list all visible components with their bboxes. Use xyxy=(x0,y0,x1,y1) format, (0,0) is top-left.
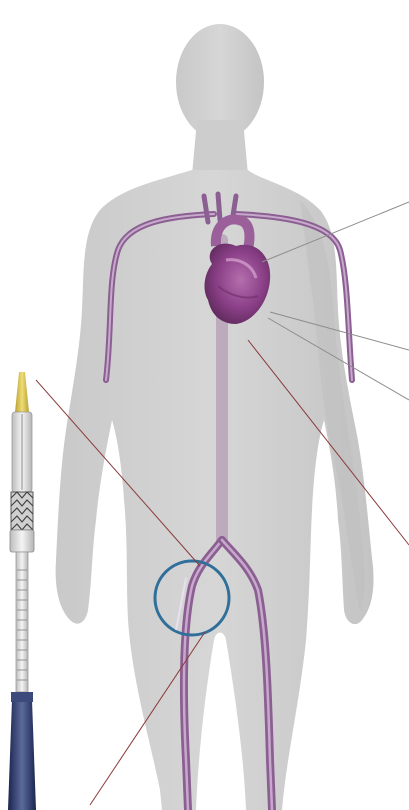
device-tip xyxy=(15,372,29,412)
device-shaft xyxy=(16,552,28,692)
body-silhouette xyxy=(56,24,374,810)
neck xyxy=(192,120,248,175)
device-capsule xyxy=(10,530,34,552)
catheter-delivery-system-icon xyxy=(8,372,36,810)
device-sheath xyxy=(8,700,36,810)
